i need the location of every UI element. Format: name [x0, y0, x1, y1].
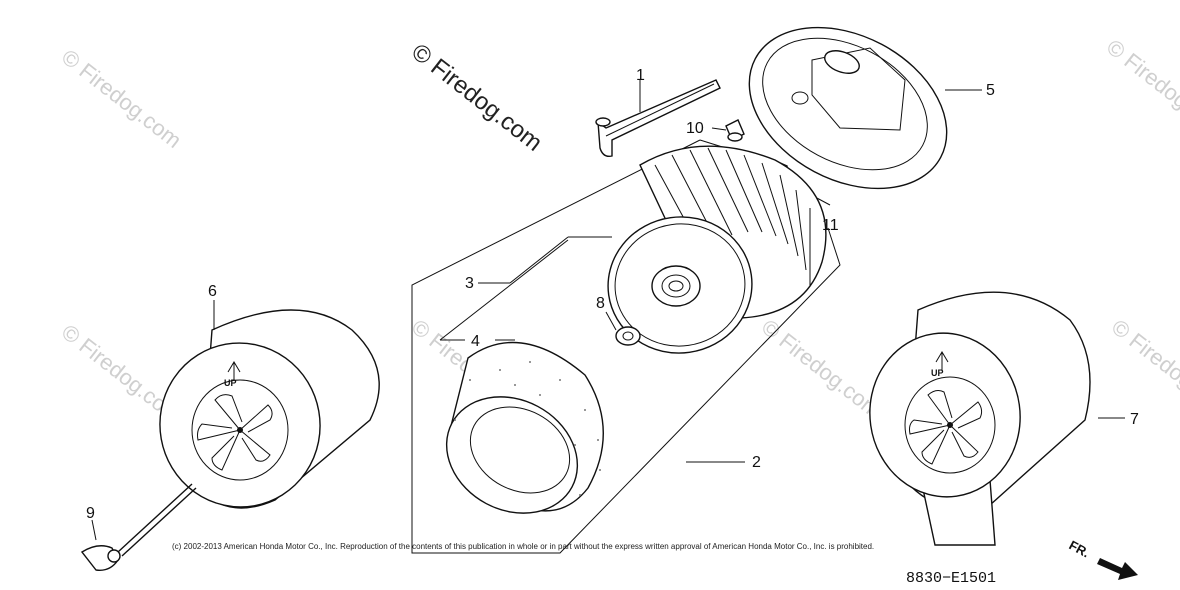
direction-indicator: FR.	[1067, 537, 1138, 580]
copyright-notice: (c) 2002-2013 American Honda Motor Co., …	[172, 542, 874, 551]
part-foam-element	[439, 239, 604, 514]
vent-pattern	[197, 394, 273, 471]
callout-10: 10	[686, 120, 704, 137]
up-label: UP	[224, 378, 237, 388]
callout-2: 2	[752, 454, 761, 471]
watermark-main: © Firedog.com	[406, 38, 547, 156]
part-collar	[711, 119, 745, 142]
part-air-cleaner-case	[748, 26, 982, 190]
callout-1: 1	[636, 67, 645, 84]
watermark-faint: © Firedog.com	[57, 44, 186, 153]
callout-3: 3	[465, 275, 474, 292]
callout-6: 6	[208, 283, 217, 300]
up-label: UP	[931, 368, 944, 378]
part-grommet	[605, 311, 641, 346]
watermark-faint: © Firedog.com	[1107, 314, 1180, 423]
watermark-faint: © Firedog.com	[1102, 34, 1180, 143]
part-wing-bolt	[80, 483, 197, 571]
foam-texture	[454, 361, 601, 496]
callout-7: 7	[1130, 411, 1139, 428]
callout-11: 11	[822, 217, 839, 234]
part-cover-right: UP	[869, 291, 1125, 546]
callout-4: 4	[471, 333, 480, 350]
part-cover-left: UP	[159, 300, 380, 509]
forward-arrow-icon	[1097, 558, 1138, 580]
part-paper-element	[478, 145, 827, 354]
callout-5: 5	[986, 82, 995, 99]
callout-8: 8	[596, 295, 605, 312]
diagram-code: 8830−E1501	[906, 570, 996, 587]
part-breather-tube	[595, 79, 721, 158]
vent-pattern	[909, 390, 983, 465]
direction-label: FR.	[1067, 537, 1093, 560]
callout-9: 9	[86, 505, 95, 522]
